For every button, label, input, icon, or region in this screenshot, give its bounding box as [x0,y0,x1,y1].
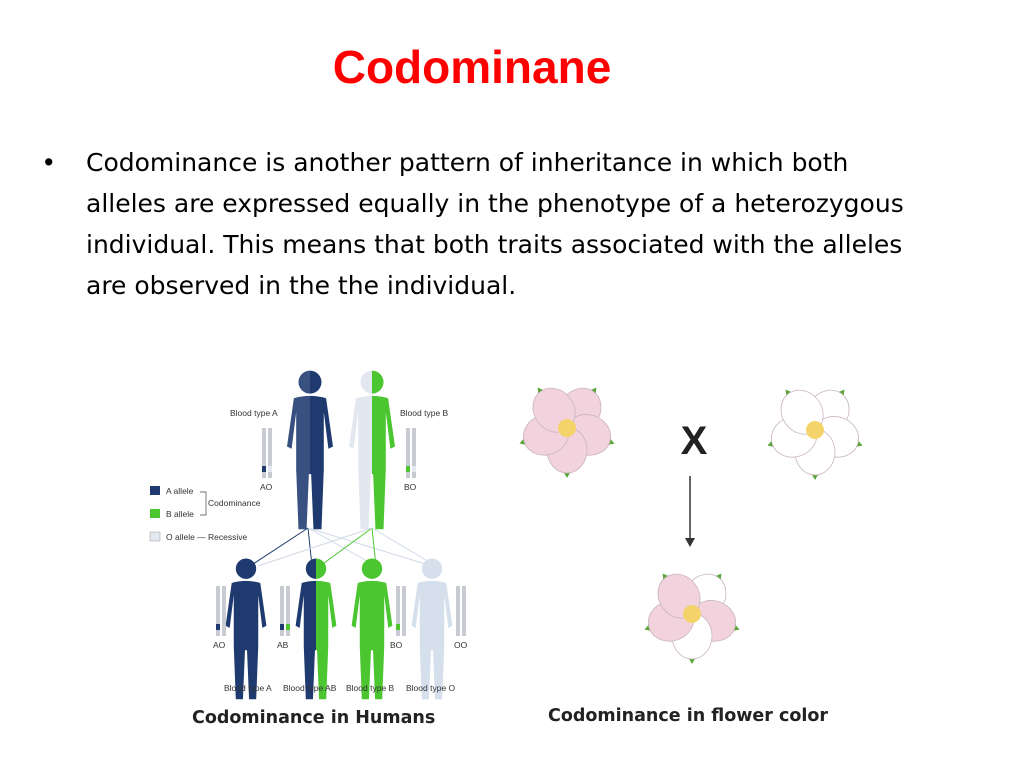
down-arrow [685,476,695,547]
child-a-label: Blood type A [224,683,272,693]
flower-diagram: X [500,358,885,680]
child-b-genotype: BO [390,640,403,650]
parent-a-chromosomes [262,428,272,478]
humans-figure: Blood type A Blood type B AO BO A allele… [140,358,486,748]
child-chromosomes [216,586,466,636]
slide-title: Codominane [332,41,612,93]
inheritance-arrows [249,527,437,567]
cross-symbol: X [681,419,708,463]
parent-b-figure [349,370,395,530]
child-o-label: Blood type O [406,683,456,693]
child-o-figure [411,558,453,700]
child-a-figure [225,558,267,700]
humans-caption: Codominance in Humans [192,708,436,728]
child-b-label: Blood type B [346,683,395,693]
legend-o-allele: O allele — Recessive [166,532,248,542]
flower-caption: Codominance in flower color [548,706,829,726]
child-ab-figure [295,558,337,700]
parent-b-chromosomes [406,428,416,478]
flower-figure: X Codominance in flower color [494,352,885,748]
white-flower [748,360,885,496]
pink-flower [500,358,637,494]
child-o-genotype: OO [454,640,468,650]
parent-b-label: Blood type B [400,408,449,418]
legend-b-allele: B allele [166,509,194,519]
child-ab-label: Blood type AB [283,683,337,693]
child-b-figure [351,558,393,700]
bullet-item: • Codominance is another pattern of inhe… [44,142,904,306]
offspring-flower [625,544,762,680]
legend-codominance: Codominance [208,498,261,508]
humans-diagram: Blood type A Blood type B AO BO A allele… [149,370,468,700]
parent-a-genotype: AO [260,482,273,492]
child-ab-genotype: AB [277,640,289,650]
bullet-dot: • [44,147,54,177]
legend-a-allele: A allele [166,486,194,496]
bullet-text: Codominance is another pattern of inheri… [86,148,904,300]
child-a-genotype: AO [213,640,226,650]
legend: A allele B allele O allele — Recessive C… [149,486,261,542]
parent-b-genotype: BO [404,482,417,492]
parent-a-figure [287,370,333,530]
parent-a-label: Blood type A [230,408,278,418]
